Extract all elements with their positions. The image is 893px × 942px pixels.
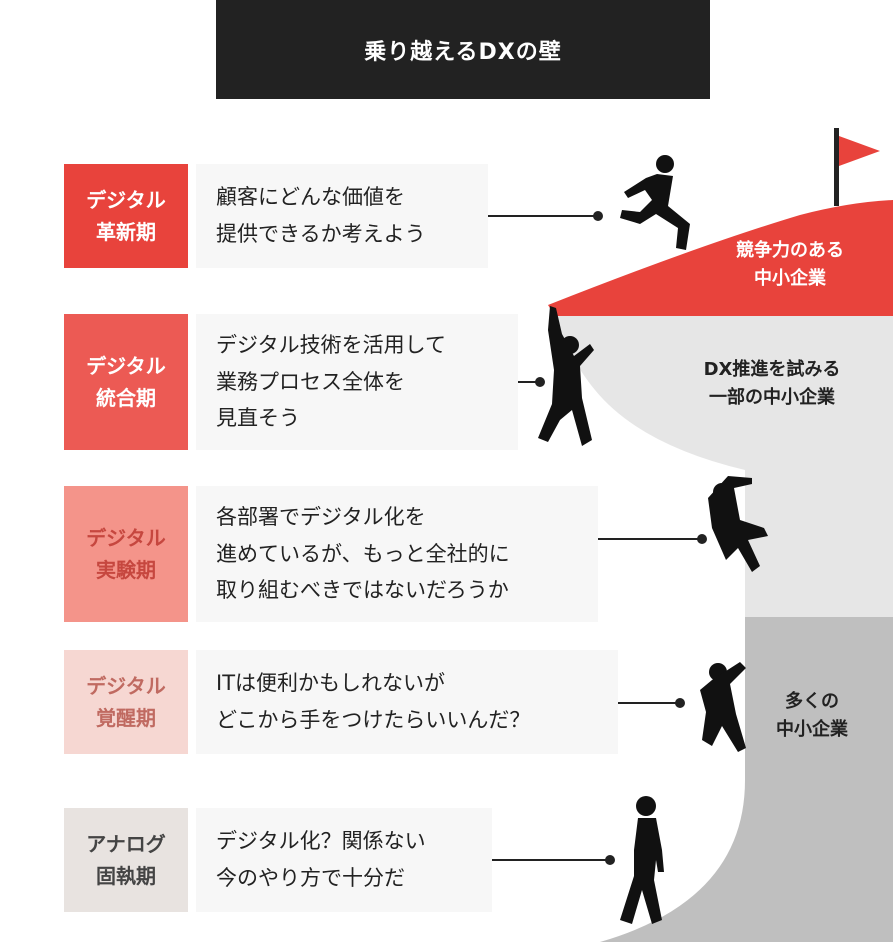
stage-label-revolution: デジタル革新期 xyxy=(64,164,188,268)
connector-dot xyxy=(593,211,603,221)
stage-line1: デジタル xyxy=(86,674,166,698)
stage-line2: 固執期 xyxy=(95,864,156,888)
connector-line xyxy=(488,215,598,217)
mountain-top-section xyxy=(548,200,893,316)
stage-message-experiment: 各部署でデジタル化を進めているが、もっと全社的に取り組むべきではないだろうか xyxy=(196,486,598,622)
stage-label-experiment: デジタル実験期 xyxy=(64,486,188,622)
stage-line2: 実験期 xyxy=(95,558,156,582)
label-line: 中小企業 xyxy=(754,267,826,289)
label-line: 中小企業 xyxy=(776,718,848,740)
mountain-bottom-label: 多くの 中小企業 xyxy=(752,688,872,744)
message-line: 顧客にどんな価値を xyxy=(216,185,405,210)
message-line: 今のやり方で十分だ xyxy=(216,866,405,890)
label-line: 競争力のある xyxy=(736,240,844,261)
stage-label-awakening: デジタル覚醒期 xyxy=(64,650,188,754)
stage-line2: 革新期 xyxy=(95,220,156,244)
message-line: 提供できるか考えよう xyxy=(216,222,426,246)
climber-figure-1-icon xyxy=(538,306,594,446)
runner-figure-icon xyxy=(620,155,690,250)
walker-figure-icon xyxy=(620,796,664,924)
climber-figure-2-icon xyxy=(708,476,768,572)
stage-line2: 覚醒期 xyxy=(95,706,156,730)
message-line: ITは便利かもしれないが xyxy=(216,671,446,696)
message-line: デジタル化？関係ない xyxy=(216,829,426,854)
label-line: 一部の中小企業 xyxy=(709,386,835,408)
stage-line1: デジタル xyxy=(86,526,166,550)
message-line: 取り組むべきではないだろうか xyxy=(216,578,509,603)
message-line: 各部署でデジタル化を xyxy=(216,504,426,529)
label-line: DX推進を試みる xyxy=(703,359,841,380)
connector-dot xyxy=(697,534,707,544)
mountain-bottom-section xyxy=(600,617,893,942)
stage-message-analog: デジタル化？関係ない今のやり方で十分だ xyxy=(196,808,492,912)
stage-line1: デジタル xyxy=(86,188,166,212)
mountain-top-label: 競争力のある 中小企業 xyxy=(700,237,880,293)
connector-dot xyxy=(535,377,545,387)
message-line: 見直そう xyxy=(216,406,300,431)
mountain-middle-section xyxy=(555,316,893,617)
climber-figure-3-icon xyxy=(700,662,746,752)
label-line: 多くの xyxy=(785,691,839,712)
stage-line1: アナログ xyxy=(86,832,166,856)
flagpole xyxy=(834,128,839,206)
message-line: デジタル技術を活用して xyxy=(216,332,446,357)
connector-line xyxy=(518,381,540,383)
flag-icon xyxy=(839,136,880,166)
message-line: どこから手をつけたらいいんだ？ xyxy=(216,708,531,732)
stage-label-integration: デジタル統合期 xyxy=(64,314,188,450)
connector-line xyxy=(598,538,702,540)
mountain-middle-label: DX推進を試みる 一部の中小企業 xyxy=(672,356,872,412)
message-line: 進めているが、もっと全社的に xyxy=(216,541,510,566)
message-line: 業務プロセス全体を xyxy=(216,369,405,394)
stage-message-integration: デジタル技術を活用して業務プロセス全体を見直そう xyxy=(196,314,518,450)
stage-line1: デジタル xyxy=(86,354,166,378)
connector-dot xyxy=(675,698,685,708)
stage-message-revolution: 顧客にどんな価値を提供できるか考えよう xyxy=(196,164,488,268)
stage-label-analog: アナログ固執期 xyxy=(64,808,188,912)
stage-line2: 統合期 xyxy=(95,386,156,410)
connector-dot xyxy=(605,855,615,865)
stage-message-awakening: ITは便利かもしれないがどこから手をつけたらいいんだ？ xyxy=(196,650,618,754)
connector-line xyxy=(492,859,610,861)
page-title: 乗り越えるDXの壁 xyxy=(216,0,710,99)
connector-line xyxy=(618,702,680,704)
